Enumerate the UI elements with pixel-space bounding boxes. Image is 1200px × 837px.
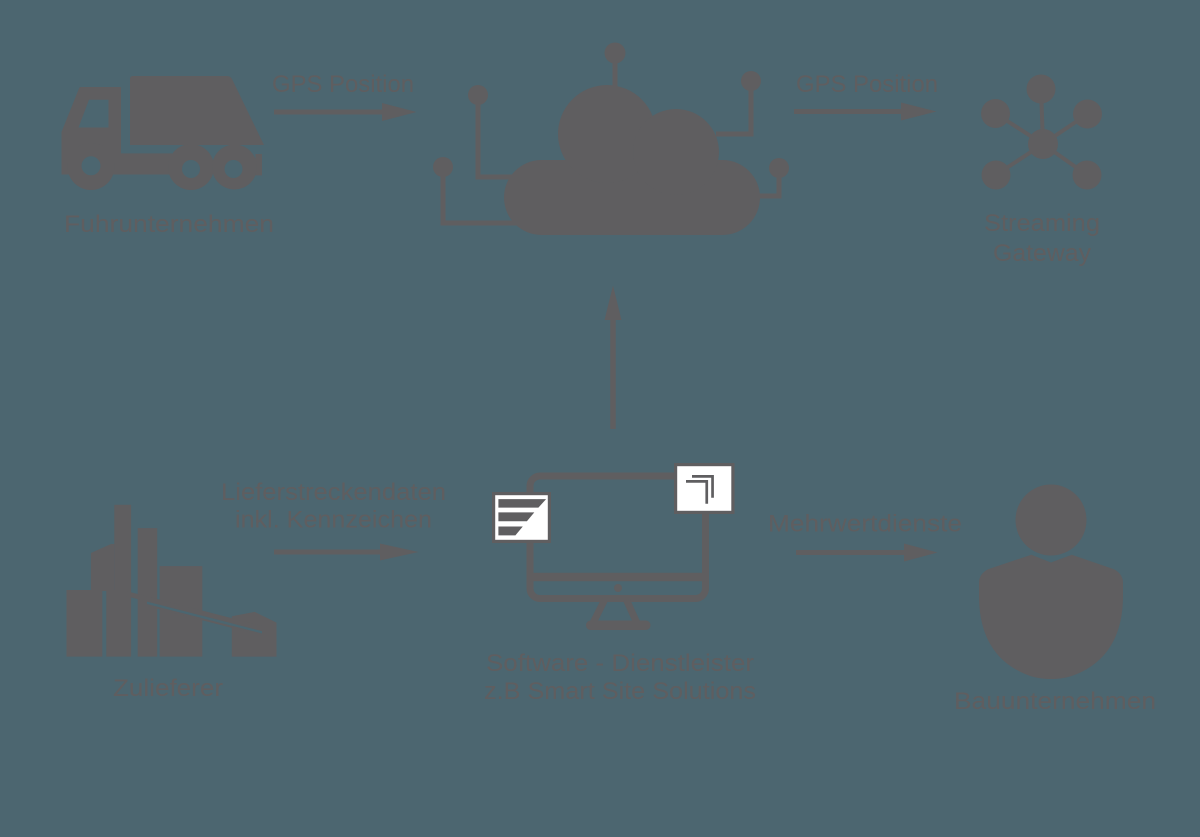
svg-text:inkl. Kennzeichen: inkl. Kennzeichen (235, 507, 432, 534)
svg-text:Streaming: Streaming (984, 210, 1100, 237)
svg-text:Mehrwertdienste: Mehrwertdienste (768, 511, 962, 538)
svg-text:Fuhrunternehmen: Fuhrunternehmen (64, 211, 274, 238)
svg-text:Zulieferer: Zulieferer (113, 675, 223, 702)
svg-text:GPS Position: GPS Position (796, 71, 938, 98)
svg-text:z.B Smart Site Solutions: z.B Smart Site Solutions (484, 678, 756, 705)
svg-text:Bauunternehmen: Bauunternehmen (954, 688, 1156, 715)
svg-text:Lieferstreckendaten: Lieferstreckendaten (221, 479, 446, 506)
svg-text:GPS Position: GPS Position (272, 71, 414, 98)
svg-text:Gateway: Gateway (993, 240, 1091, 267)
svg-text:Software - Dienstleister: Software - Dienstleister (486, 650, 754, 677)
